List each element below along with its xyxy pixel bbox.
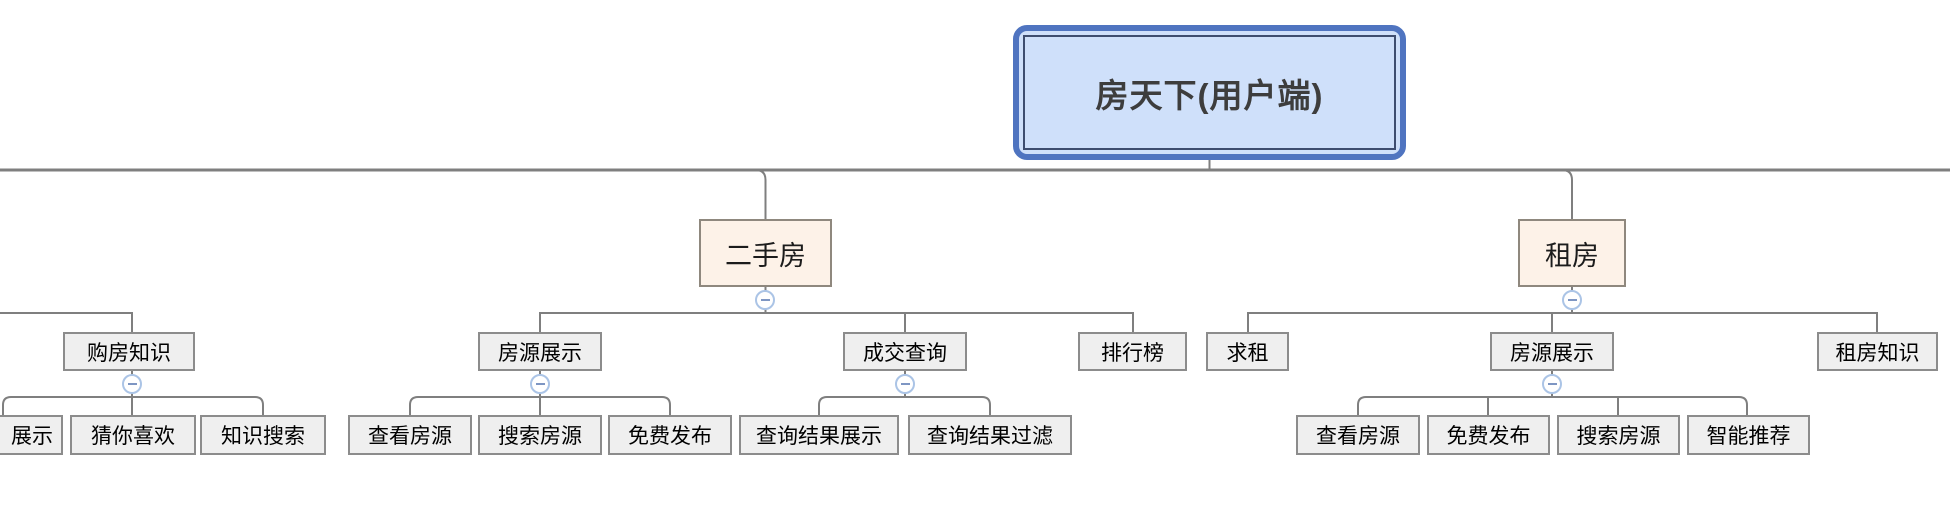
minus-icon xyxy=(760,299,770,301)
node-rent-view-listing[interactable]: 查看房源 xyxy=(1296,415,1420,455)
rail-buy-knowledge-children xyxy=(2,396,264,415)
node-second-hand-house[interactable]: 二手房 xyxy=(699,219,832,287)
node-rent-free-publish[interactable]: 免费发布 xyxy=(1427,415,1550,455)
node-rent-knowledge[interactable]: 租房知识 xyxy=(1817,332,1938,371)
node-query-result-display[interactable]: 查询结果展示 xyxy=(739,415,899,455)
collapse-minus-icon-second-hand[interactable] xyxy=(755,290,775,310)
node-sh-listing-display[interactable]: 房源展示 xyxy=(478,332,602,371)
rail-left-cut-branch xyxy=(0,312,133,332)
collapse-minus-icon-deal-query[interactable] xyxy=(895,374,915,394)
collapse-minus-icon-rent[interactable] xyxy=(1562,290,1582,310)
collapse-minus-icon-buy-knowledge[interactable] xyxy=(122,374,142,394)
node-rent-listing-display[interactable]: 房源展示 xyxy=(1490,332,1614,371)
root-label: 房天下(用户端) xyxy=(1095,76,1324,114)
node-ranking[interactable]: 排行榜 xyxy=(1078,332,1187,371)
node-rent-house[interactable]: 租房 xyxy=(1518,219,1626,287)
node-guess-you-like[interactable]: 猜你喜欢 xyxy=(70,415,196,455)
rail-second-hand-children xyxy=(539,312,1134,332)
drop-rent xyxy=(1561,169,1573,219)
minus-icon xyxy=(127,383,137,385)
node-sh-view-listing[interactable]: 查看房源 xyxy=(348,415,472,455)
node-rent-search-listing[interactable]: 搜索房源 xyxy=(1557,415,1680,455)
node-display-cut[interactable]: 展示 xyxy=(0,415,63,455)
collapse-minus-icon-rent-listing[interactable] xyxy=(1542,374,1562,394)
minus-icon xyxy=(1567,299,1577,301)
node-root-inner: 房天下(用户端) xyxy=(1023,35,1396,150)
node-sh-free-publish[interactable]: 免费发布 xyxy=(608,415,732,455)
minus-icon xyxy=(535,383,545,385)
node-query-result-filter[interactable]: 查询结果过滤 xyxy=(908,415,1072,455)
node-root[interactable]: 房天下(用户端) xyxy=(1013,25,1406,160)
rail-rent-listing-children xyxy=(1357,396,1748,415)
node-smart-recommend[interactable]: 智能推荐 xyxy=(1687,415,1810,455)
rail-rent-children xyxy=(1247,312,1878,332)
rail-deal-query-children xyxy=(818,396,991,415)
drop-second-hand xyxy=(755,169,767,219)
collapse-minus-icon-sh-listing[interactable] xyxy=(530,374,550,394)
minus-icon xyxy=(900,383,910,385)
node-deal-query[interactable]: 成交查询 xyxy=(843,332,967,371)
node-seek-rent[interactable]: 求租 xyxy=(1206,332,1289,371)
rail-sh-listing-children xyxy=(409,396,671,415)
node-buy-knowledge[interactable]: 购房知识 xyxy=(63,332,195,371)
node-sh-search-listing[interactable]: 搜索房源 xyxy=(478,415,602,455)
minus-icon xyxy=(1547,383,1557,385)
node-knowledge-search[interactable]: 知识搜索 xyxy=(200,415,326,455)
